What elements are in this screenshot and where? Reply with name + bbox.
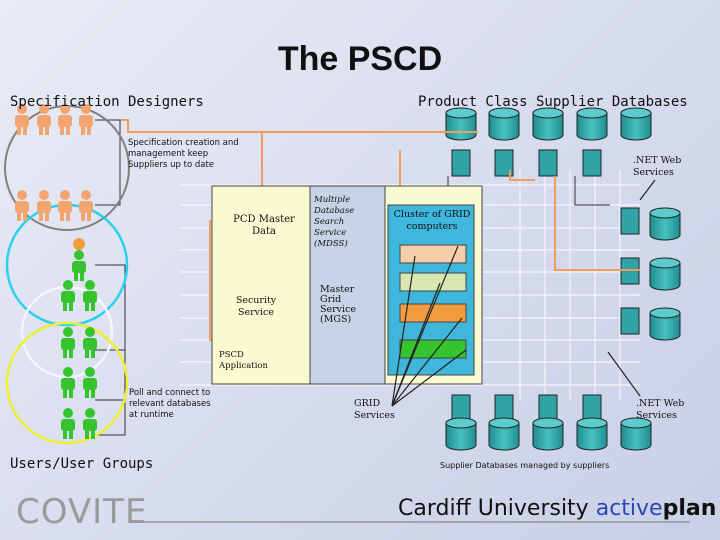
mdss-label: Multiple Database Search Service (MDSS) — [314, 195, 355, 249]
pcd-box: PCD Master Data — [228, 208, 300, 248]
active-text: active — [595, 496, 663, 521]
grid-services-label: GRID Services — [354, 398, 395, 421]
security-label: Security Service — [235, 295, 277, 318]
slide-title: The PSCD — [277, 40, 443, 78]
pscd-app-label: PSCD Application — [219, 350, 269, 371]
mgs-label: Master Grid Service (MGS) — [320, 284, 357, 325]
cardiff-text: Cardiff University — [398, 496, 589, 521]
users-header: Users/User Groups — [10, 456, 154, 472]
net-top-label: .NET Web Services — [633, 155, 682, 178]
spec-note: Specification creation and management ke… — [128, 138, 239, 170]
right-header: Product Class Supplier Databases — [418, 94, 688, 110]
net-bottom-label: .NET Web Services — [636, 398, 685, 421]
cluster-label: Cluster of GRID computers — [393, 209, 471, 232]
security-box: Security Service — [228, 293, 284, 327]
plan-text: plan — [662, 496, 717, 521]
supplier-note: Supplier Databases managed by suppliers — [440, 461, 610, 470]
pcd-label: PCD Master Data — [233, 214, 295, 237]
cardiff-footer: Cardiff University activeplan — [398, 496, 716, 521]
covite-logo: COVITE — [16, 492, 148, 532]
left-header: Specification Designers — [10, 94, 204, 110]
poll-note: Poll and connect to relevant databases a… — [129, 388, 211, 420]
